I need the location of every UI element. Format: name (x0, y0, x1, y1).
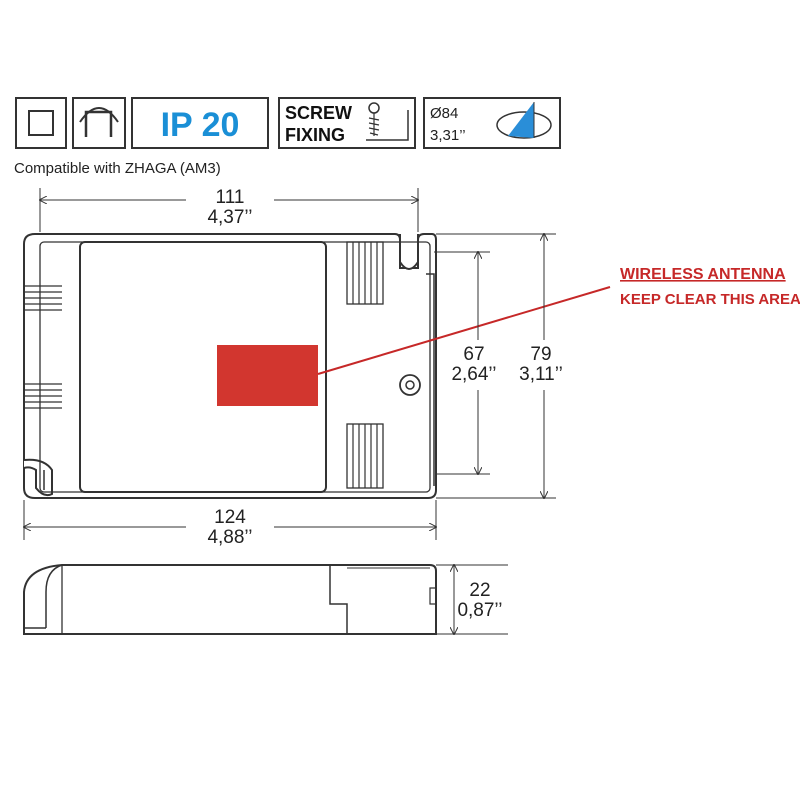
thickness-mm: 22 (469, 580, 490, 601)
independent-gear-icon (72, 97, 126, 149)
total-width-mm: 124 (214, 507, 246, 528)
top-view-housing (23, 233, 437, 499)
inner-height-mm: 67 (463, 344, 484, 365)
diameter-mm: Ø84 (430, 105, 458, 122)
right-vent-ribs (346, 241, 384, 489)
screw-fixing-line1: SCREW (285, 103, 352, 123)
left-vent-ribs (24, 285, 62, 409)
dimension-inner-height: 67 2,64’’ (434, 252, 497, 474)
dimension-thickness: 22 0,87’’ (436, 565, 508, 634)
screw-fixing-line2: FIXING (285, 125, 345, 145)
total-height-mm: 79 (530, 344, 551, 365)
antenna-note-line1: WIRELESS ANTENNA (620, 266, 786, 283)
dimension-inner-width: 111 4,37’’ (40, 187, 418, 232)
antenna-note-line2: KEEP CLEAR THIS AREA (620, 291, 800, 308)
inner-width-in: 4,37’’ (207, 207, 252, 228)
antenna-leader-line (317, 286, 611, 375)
total-height-in: 3,11’’ (519, 364, 563, 385)
total-width-in: 4,88’’ (207, 527, 252, 548)
screw-icon (366, 102, 409, 141)
dimension-total-width: 124 4,88’’ (24, 500, 436, 548)
terminal-screw-icon (399, 374, 421, 396)
ip-rating-label: IP 20 (161, 106, 240, 144)
diameter-in: 3,31’’ (430, 127, 466, 144)
zhaga-caption: Compatible with ZHAGA (AM3) (14, 160, 221, 177)
inner-width-mm: 111 (216, 187, 245, 208)
sensor-lens-icon (496, 102, 552, 139)
dimension-total-height: 79 3,11’’ (436, 234, 563, 498)
diameter-badge: Ø84 3,31’’ (423, 97, 561, 149)
inner-height-in: 2,64’’ (451, 364, 496, 385)
ip-rating-badge: IP 20 (131, 97, 269, 149)
screw-fixing-badge: SCREW FIXING (278, 97, 416, 149)
double-square-icon (15, 97, 67, 149)
side-view-housing (23, 564, 437, 635)
thickness-in: 0,87’’ (457, 600, 502, 621)
antenna-keep-clear-area (217, 345, 318, 406)
